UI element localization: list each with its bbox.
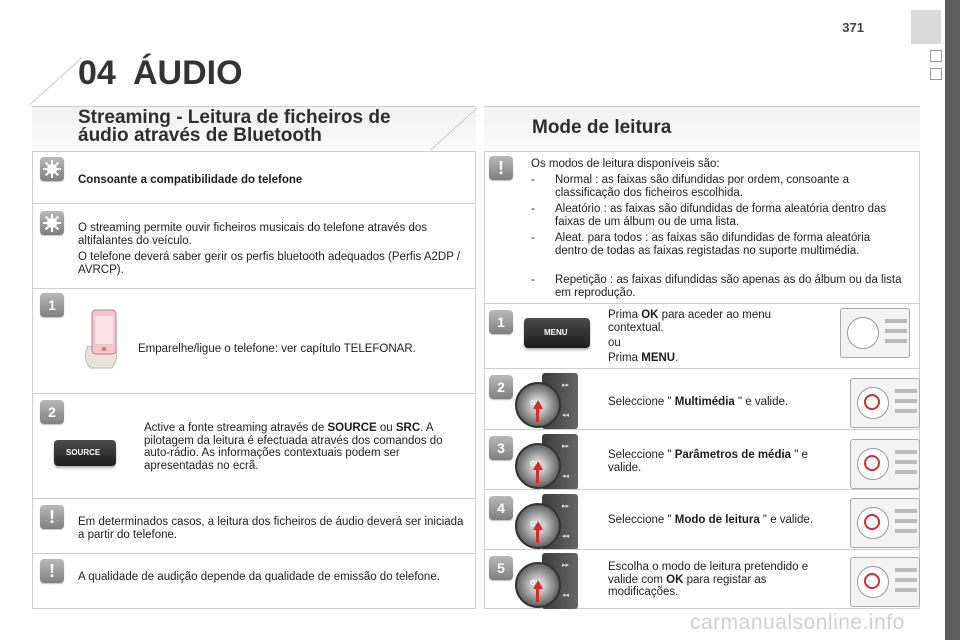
arrow-up-icon	[536, 408, 539, 422]
step3-right-text: Seleccione " Parâmetros de média " e val…	[608, 449, 808, 474]
divider	[33, 288, 475, 289]
phone-hand-icon	[84, 309, 117, 369]
warning-1-text: Em determinados casos, a leitura dos fic…	[78, 516, 464, 541]
sun-info-icon	[40, 157, 64, 181]
step-number-icon: 2	[489, 375, 513, 399]
menu-button-label: MENU	[544, 328, 568, 337]
radio-panel-diagram	[850, 439, 920, 489]
step5-right-text: Escolha o modo de leitura pretendido e v…	[608, 561, 809, 598]
chapter-title: ÁUDIO	[133, 54, 243, 92]
step1-right-text: Prima OK para aceder ao menu contextual.	[608, 309, 772, 334]
step1-right-text-2: Prima MENU.	[608, 352, 679, 364]
side-square	[930, 50, 942, 62]
modes-list: -Normal : as faixas são difundidas por o…	[531, 174, 902, 299]
watermark: carmanualsonline.info	[690, 611, 905, 634]
arrow-head	[533, 400, 543, 409]
divider	[485, 549, 919, 550]
left-section-title-line2: áudio através de Bluetooth	[78, 125, 322, 146]
arrow-head	[533, 461, 543, 470]
intro-paragraph-1: O streaming permite ouvir ficheiros musi…	[78, 222, 427, 247]
radio-panel-diagram	[850, 498, 920, 548]
step-number-icon: 3	[489, 436, 513, 460]
warning-2-text: A qualidade de audição depende da qualid…	[78, 571, 440, 583]
warning-icon: !	[40, 559, 64, 583]
source-button: SOURCE	[54, 440, 116, 466]
warning-icon: !	[40, 505, 64, 529]
chapter-number: 04	[78, 54, 116, 92]
step2-right-text: Seleccione " Multimédia " e valide.	[608, 396, 789, 408]
radio-panel-diagram	[850, 378, 920, 428]
left-section-title-line1: Streaming - Leitura de ficheiros de	[78, 107, 391, 128]
step-number-icon: 2	[40, 400, 64, 424]
arrow-up-icon	[536, 529, 539, 543]
left-content-box	[32, 151, 476, 609]
corner-tab	[911, 10, 941, 44]
source-button-label: SOURCE	[66, 448, 101, 457]
radio-panel-diagram	[840, 308, 910, 358]
step2-text: Active a fonte streaming através de SOUR…	[144, 422, 443, 472]
intro-paragraph-2: O telefone deverá saber gerir os perfis …	[78, 251, 461, 276]
compat-heading: Consoante a compatibilidade do telefone	[78, 174, 303, 186]
left-section-header: Streaming - Leitura de ficheiros de áudi…	[32, 106, 476, 148]
divider	[485, 489, 919, 490]
step-number-icon: 1	[489, 310, 513, 334]
step4-right-text: Seleccione " Modo de leitura " e valide.	[608, 514, 814, 526]
decorative-line	[29, 57, 83, 105]
arrow-up-icon	[536, 588, 539, 602]
radio-panel-diagram	[850, 557, 920, 607]
divider	[485, 303, 919, 304]
divider	[33, 393, 475, 394]
sun-info-icon	[40, 211, 64, 235]
step-number-icon: 1	[40, 293, 64, 317]
right-section-title: Mode de leitura	[532, 117, 672, 138]
step-number-icon: 4	[489, 496, 513, 520]
arrow-head	[533, 580, 543, 589]
page-number: 371	[842, 20, 864, 35]
arrow-head	[533, 521, 543, 530]
side-bar	[945, 0, 960, 640]
modes-intro: Os modos de leitura disponíveis são:	[531, 158, 720, 170]
step-number-icon: 5	[489, 556, 513, 580]
divider	[33, 203, 475, 204]
divider	[485, 429, 919, 430]
menu-button: MENU	[524, 318, 590, 348]
arrow-up-icon	[536, 469, 539, 483]
divider	[33, 553, 475, 554]
divider	[485, 368, 919, 369]
step1-or: ou	[608, 337, 621, 349]
side-square	[930, 68, 942, 80]
warning-icon: !	[489, 156, 513, 180]
right-section-header: Mode de leitura	[484, 106, 920, 148]
divider	[33, 498, 475, 499]
step1-text: Emparelhe/ligue o telefone: ver capítulo…	[138, 343, 416, 355]
